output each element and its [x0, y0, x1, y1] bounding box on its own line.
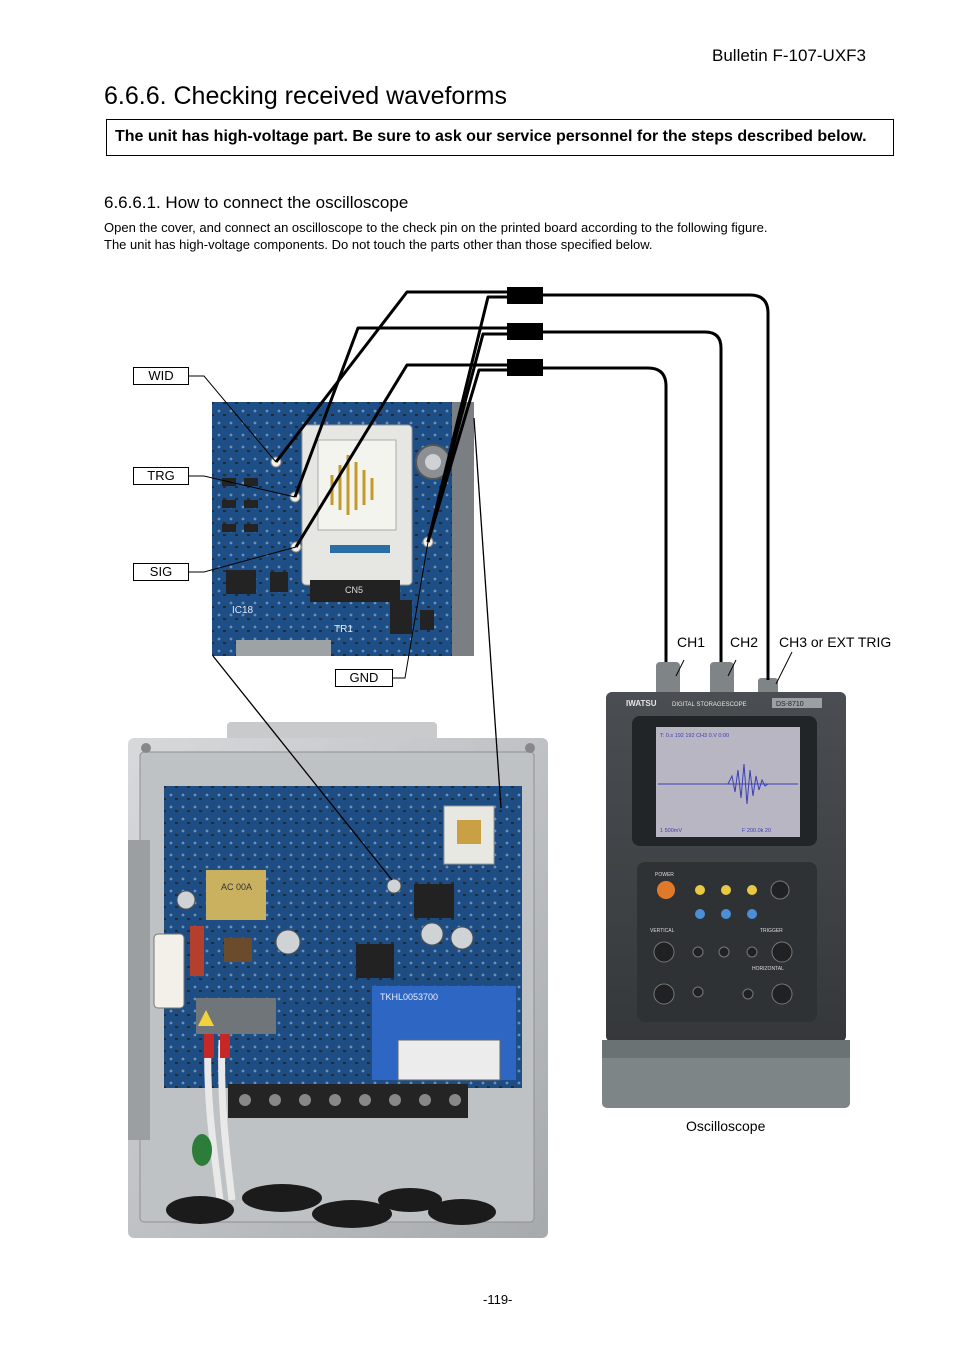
- power-label: POWER: [655, 872, 674, 878]
- sig-label: SIG: [133, 563, 189, 581]
- ic18-marking: IC18: [232, 605, 254, 616]
- trigger-section-label: TRIGGER: [760, 928, 783, 934]
- probe-plug-2: [507, 323, 543, 340]
- intro-line-2: The unit has high-voltage components. Do…: [104, 237, 653, 252]
- label-leader-lines: [188, 375, 793, 685]
- tr1-marking: TR1: [334, 624, 353, 635]
- zoom-projection-lines: [212, 417, 502, 881]
- subsection-title: 6.6.6.1. How to connect the oscilloscope: [104, 193, 409, 212]
- ch2-label: CH2: [730, 634, 759, 650]
- oscilloscope-photo: IWATSU DIGITAL STORAGESCOPE DS-8710 T: 0…: [602, 662, 850, 1108]
- scope-screen-top: T: 0.s 192 192 CH3 0.V 0:00: [660, 733, 729, 739]
- oscilloscope-caption: Oscilloscope: [686, 1118, 766, 1134]
- device-enclosure-photo: AC 00A TKHL0053700: [128, 722, 548, 1238]
- warning-box: The unit has high-voltage part. Be sure …: [106, 119, 894, 156]
- ch3-label: CH3 or EXT TRIG: [779, 634, 892, 650]
- probe-plug-3: [507, 359, 543, 376]
- probe-wires: [274, 287, 770, 680]
- probe-plug-1: [507, 287, 543, 304]
- scope-model: DS-8710: [776, 701, 804, 708]
- horizontal-section-label: HORIZONTAL: [752, 966, 784, 972]
- page-number: -119-: [483, 1292, 513, 1307]
- vertical-section-label: VERTICAL: [650, 928, 675, 934]
- module-marking: TKHL0053700: [380, 992, 438, 1002]
- transformer-marking: AC 00A: [221, 882, 252, 892]
- pcb-closeup-photo: CN5 IC18 TR1: [212, 402, 474, 656]
- wid-label: WID: [133, 367, 189, 385]
- scope-caption: DIGITAL STORAGESCOPE: [672, 702, 747, 708]
- cn5-marking: CN5: [345, 585, 363, 595]
- intro-line-1: Open the cover, and connect an oscillosc…: [104, 220, 768, 235]
- bulletin-id: Bulletin F-107-UXF3: [712, 46, 867, 65]
- ch1-label: CH1: [677, 634, 706, 650]
- trg-label: TRG: [133, 467, 189, 485]
- scope-screen-bottom-left: 1 500mV: [660, 828, 682, 834]
- scope-brand: IWATSU: [626, 699, 657, 708]
- scope-screen-bottom-right: F 200.0k 20: [742, 828, 771, 834]
- section-title: 6.6.6. Checking received waveforms: [104, 82, 507, 110]
- gnd-label: GND: [335, 669, 393, 687]
